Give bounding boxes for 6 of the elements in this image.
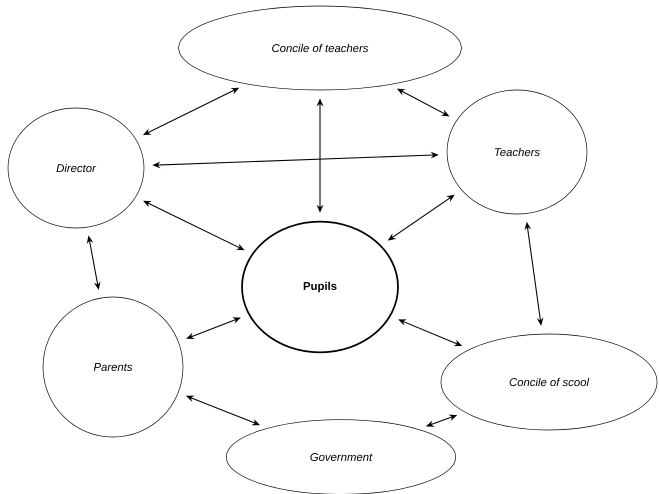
ellipse-node: Parents — [42, 296, 184, 438]
ellipse-node: Director — [8, 108, 144, 228]
ellipse-node: Teachers — [446, 90, 588, 214]
ellipse-node: Concile of scool — [440, 334, 658, 430]
ellipse-node: Pupils — [241, 220, 399, 354]
ellipse-node: Concile of teachers — [178, 6, 462, 90]
